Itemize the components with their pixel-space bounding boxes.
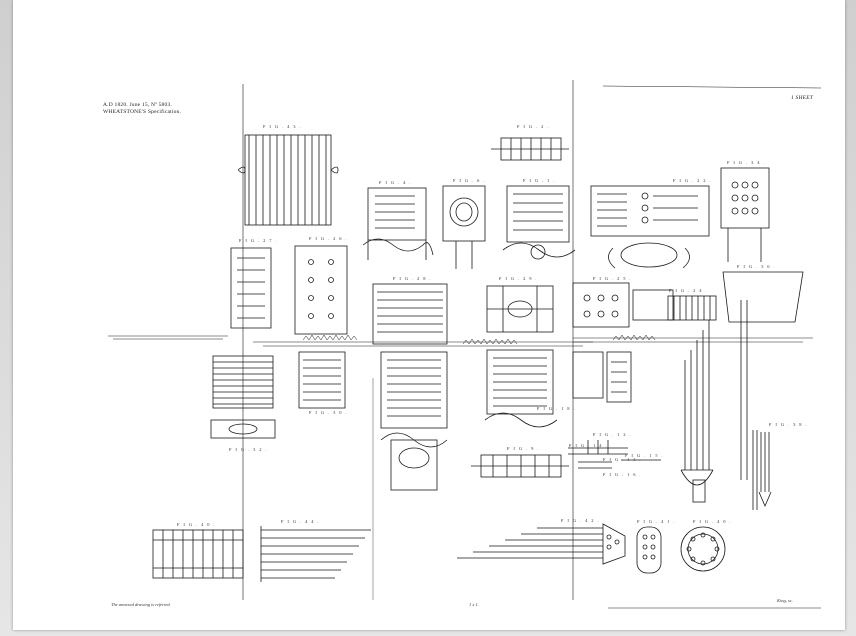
fig-label: F I G . 2 . bbox=[517, 124, 550, 129]
fig-label: F I G . 3 8 . bbox=[769, 422, 808, 427]
fig-38-reeds bbox=[758, 432, 772, 508]
fig-label: F I G . 2 2 . bbox=[673, 178, 712, 183]
fig-44-pipes bbox=[260, 526, 371, 582]
fig-25-mechanism bbox=[572, 282, 674, 328]
fig-label: F I G . 1 5 . bbox=[625, 453, 664, 458]
scan-noise-band bbox=[108, 334, 813, 347]
fig-label: F I G . 4 1 . bbox=[637, 519, 676, 524]
fig-label: F I G . 1 6 . bbox=[603, 472, 642, 477]
fig-label: F I G . 3 6 . bbox=[737, 264, 776, 269]
engraver-mark: King, sc. bbox=[777, 598, 793, 603]
fig-label: F I G . 2 9 . bbox=[499, 276, 538, 281]
fig-label: F I G . 1 . bbox=[523, 178, 556, 183]
fig-label: F I G . 2 7 . bbox=[239, 238, 278, 243]
fig-label: F I G . 4 2 . bbox=[561, 518, 600, 523]
fig-label: F I G . 4 0 . bbox=[177, 522, 216, 527]
fig-40-bellows bbox=[152, 529, 244, 579]
fig-34-instrument bbox=[720, 167, 770, 262]
fig-9-shaft bbox=[471, 454, 569, 478]
fig-36-frame bbox=[722, 271, 804, 323]
fig-label: F I G . 1 4 . bbox=[569, 443, 608, 448]
fig-40b-rose bbox=[680, 526, 726, 572]
fig-2-shaft bbox=[491, 137, 569, 161]
fig-label: F I G . 4 4 . bbox=[281, 519, 320, 524]
fig-label: F I G . 1 3 . bbox=[603, 457, 642, 462]
fig-32-bellows bbox=[210, 355, 276, 439]
inventor-specification: WHEATSTONE'S Specification. bbox=[103, 109, 182, 115]
fig-label: F I G . 9 . bbox=[507, 446, 540, 451]
fig-6-oval bbox=[442, 185, 486, 269]
fig-24-comb bbox=[667, 295, 717, 321]
fig-label: F I G . 3 2 . bbox=[229, 447, 268, 452]
fig-label: F I G . 2 6 . bbox=[309, 236, 348, 241]
fig-label: F I G . 3 4 . bbox=[727, 160, 766, 165]
sheet-label: 1 SHEET bbox=[791, 95, 814, 101]
fig-12-16-small-parts bbox=[568, 440, 661, 469]
fig-label: F I G . 3 0 . bbox=[309, 410, 348, 415]
fig-label: F I G . 4 0 . bbox=[693, 519, 732, 524]
fig-label: F I G . 1 2 . bbox=[593, 432, 632, 437]
fig-label: F I G . 2 5 . bbox=[593, 276, 632, 281]
fig-label: F I G . 6 . bbox=[453, 178, 486, 183]
fig-label: F I G . 4 . bbox=[379, 180, 412, 185]
fig-28-mechanism bbox=[372, 283, 448, 345]
fig-27-reed-block bbox=[230, 247, 272, 329]
fig-label: F I G . 1 8 . bbox=[537, 406, 576, 411]
fig-41-plate bbox=[636, 526, 662, 574]
patent-drawing-sheet: A.D 1820. June 15, Nº 5803. WHEATSTONE'S… bbox=[13, 0, 845, 630]
fig-30-keys bbox=[298, 351, 346, 409]
fig-label: F I G . 2 8 . bbox=[393, 276, 432, 281]
fig-42-pipes bbox=[457, 523, 626, 565]
fig-lower-keyboard-a bbox=[380, 351, 448, 448]
fig-18-lantern bbox=[390, 439, 438, 491]
footer-note: The annexed drawing is referred. bbox=[111, 602, 171, 607]
fig-label: F I G . 4 3 . bbox=[263, 124, 302, 129]
fig-1-keyboard bbox=[502, 185, 576, 260]
fig-43-bellows bbox=[237, 134, 339, 226]
fig-22-keyboard bbox=[590, 185, 710, 269]
fig-pipe-assembly bbox=[680, 300, 758, 510]
fig-26-plate bbox=[294, 245, 348, 335]
fig-label: F I G . 2 4 . bbox=[669, 288, 708, 293]
footer-scale: 1 x 1. bbox=[469, 602, 479, 607]
fig-lower-keyboard-b bbox=[484, 349, 558, 428]
fig-29-mechanism bbox=[486, 285, 554, 333]
patent-drawing bbox=[108, 80, 822, 609]
fig-lower-pipes bbox=[572, 351, 632, 403]
patent-number: A.D 1820. June 15, Nº 5803. bbox=[103, 102, 172, 108]
fig-4-keyboard bbox=[362, 187, 434, 260]
